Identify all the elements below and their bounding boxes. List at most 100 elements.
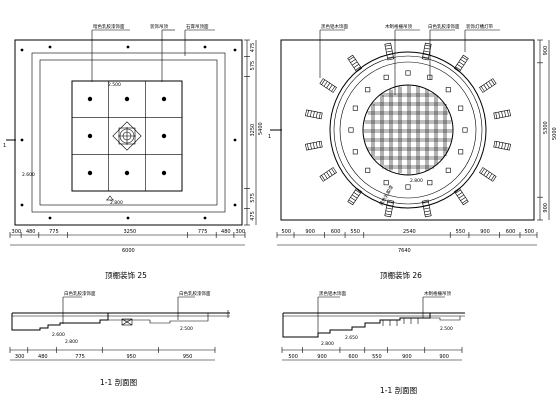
downlight bbox=[203, 216, 207, 220]
plan-b-title: 顶棚装饰 26 bbox=[380, 270, 422, 280]
panel-light bbox=[124, 170, 130, 176]
square-downlight bbox=[405, 70, 411, 76]
square-downlight bbox=[427, 180, 433, 186]
section-b-title: 1-1 剖面图 bbox=[380, 385, 417, 395]
square-downlight bbox=[383, 74, 389, 80]
plan-a-central-grid bbox=[71, 80, 183, 192]
plan-a-level-center: 2.800 bbox=[110, 200, 123, 206]
radial-fixture bbox=[453, 54, 469, 73]
panel-light bbox=[161, 170, 167, 176]
dimension-value: 775 bbox=[49, 229, 59, 235]
radial-fixture bbox=[493, 109, 511, 120]
downlight bbox=[203, 45, 207, 49]
panel-light bbox=[161, 133, 167, 139]
radial-fixture bbox=[453, 187, 469, 206]
square-downlight bbox=[365, 87, 371, 93]
downlight bbox=[20, 48, 24, 52]
radial-fixture bbox=[421, 199, 432, 218]
dimension-value: 900 bbox=[317, 354, 327, 360]
plan-a-overall-bottom: 6000 bbox=[122, 248, 135, 254]
plan-b-overall-right: 5000 bbox=[552, 127, 558, 140]
dimension-value: 500 bbox=[524, 229, 534, 235]
dimension-value: 900 bbox=[305, 229, 315, 235]
plan-a-cornice-outer bbox=[31, 52, 226, 213]
plan-a-label-2: 装饰吊顶 bbox=[150, 23, 168, 30]
square-downlight bbox=[458, 149, 464, 155]
dimension-value: 900 bbox=[543, 46, 549, 56]
plan-a-title: 顶棚装饰 25 bbox=[105, 270, 147, 280]
panel-light bbox=[87, 133, 93, 139]
dimension-value: 900 bbox=[402, 354, 412, 360]
dimension-value: 600 bbox=[331, 229, 341, 235]
dimension-value: 950 bbox=[126, 354, 136, 360]
svg-text:1: 1 bbox=[268, 134, 271, 140]
radial-fixture bbox=[305, 140, 323, 151]
dimension-value: 5300 bbox=[543, 121, 549, 134]
section-b-label-1: 黑色铝木饰面 bbox=[319, 290, 346, 297]
panel-light bbox=[124, 96, 130, 102]
plan-a-downlights bbox=[20, 45, 237, 220]
plan-a-label-1: 暗色乳胶漆饰面 bbox=[93, 23, 125, 30]
square-downlight bbox=[365, 167, 371, 173]
plan-b-label-1: 黑色铝木饰面 bbox=[321, 23, 348, 30]
section-a-level-2: 2.600 bbox=[52, 332, 65, 338]
downlight bbox=[233, 48, 237, 52]
dimension-value: 300 bbox=[15, 354, 25, 360]
panel-light bbox=[161, 96, 167, 102]
plan-a-level-left: 2.600 bbox=[22, 172, 35, 178]
dimension-value: 550 bbox=[456, 229, 466, 235]
dimension-value: 600 bbox=[348, 354, 358, 360]
square-downlight bbox=[383, 180, 389, 186]
dimension-value: 2540 bbox=[403, 229, 416, 235]
section-b-level-3: 2.500 bbox=[440, 326, 453, 332]
plan-b-label-2: 木制格栅吊顶 bbox=[385, 23, 412, 30]
section-a-level-1: 2.800 bbox=[65, 339, 78, 345]
dimension-value: 600 bbox=[506, 229, 516, 235]
dimension-value: 900 bbox=[543, 203, 549, 213]
dimension-value: 775 bbox=[198, 229, 208, 235]
downlight bbox=[233, 203, 237, 207]
dimension-value: 900 bbox=[439, 354, 449, 360]
section-b-level-1: 2.800 bbox=[321, 341, 334, 347]
plan-b-right-dimensions: 900 5300 900 bbox=[537, 39, 549, 221]
radial-fixture bbox=[493, 140, 511, 151]
downlight bbox=[20, 138, 24, 142]
dimension-value: 300 bbox=[12, 229, 22, 235]
radial-fixture bbox=[347, 187, 363, 206]
section-b-level-2: 2.650 bbox=[345, 335, 358, 341]
radial-fixture bbox=[479, 167, 497, 182]
section-b-grille bbox=[382, 318, 419, 326]
plan-b-radial-fixtures bbox=[305, 42, 511, 218]
plan-b-label-3: 白色乳胶漆饰面 bbox=[428, 23, 460, 30]
central-medallion bbox=[112, 121, 142, 151]
dimension-value: 480 bbox=[221, 229, 231, 235]
downlight bbox=[48, 216, 52, 220]
radial-fixture bbox=[347, 54, 363, 73]
downlight bbox=[48, 45, 52, 49]
dimension-value: 500 bbox=[282, 229, 292, 235]
dimension-value: 300 bbox=[235, 229, 245, 235]
dimension-value: 3250 bbox=[250, 124, 256, 137]
radial-fixture bbox=[319, 167, 337, 182]
section-a-label-1: 白色乳胶漆饰面 bbox=[64, 290, 96, 297]
dimension-value: 575 bbox=[250, 61, 256, 71]
plan-a-outer-border bbox=[14, 39, 243, 226]
plan-b-ring-lights bbox=[348, 70, 468, 190]
radial-fixture bbox=[384, 199, 395, 218]
radial-fixture bbox=[305, 109, 323, 120]
downlight bbox=[233, 138, 237, 142]
dimension-value: 550 bbox=[350, 229, 360, 235]
square-downlight bbox=[348, 127, 354, 133]
plan-a-label-3: 石膏吊顶面 bbox=[186, 23, 209, 30]
section-a-medallion bbox=[121, 318, 133, 326]
dimension-value: 775 bbox=[75, 354, 85, 360]
downlight bbox=[20, 203, 24, 207]
ceiling-plan-26: 黑色铝木饰面 木制格栅吊顶 白色乳胶漆饰面 装饰灯槽灯带 黑色乳胶漆 2.800… bbox=[268, 23, 558, 280]
